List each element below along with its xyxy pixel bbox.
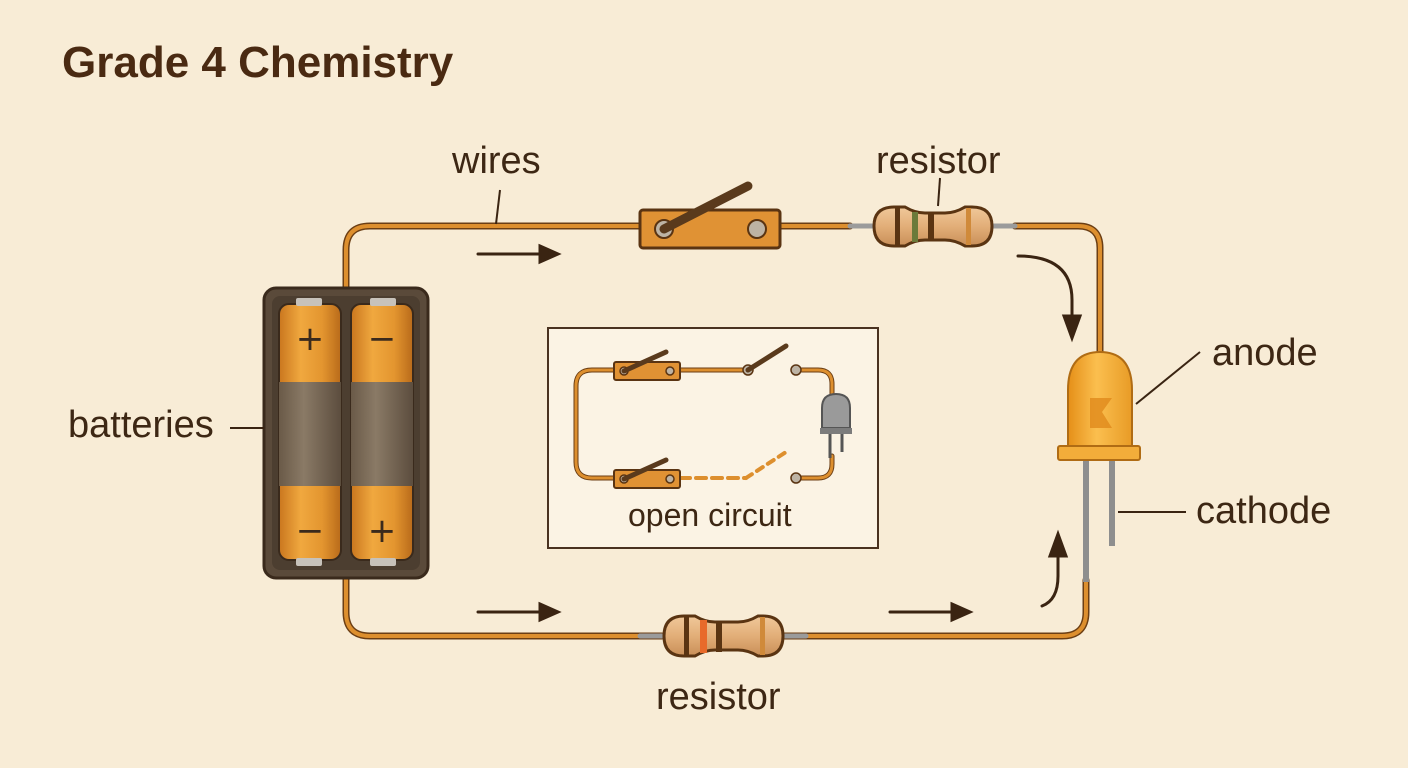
battery-right [350, 298, 414, 566]
page-title: Grade 4 Chemistry [62, 38, 454, 87]
current-arrows [476, 243, 1083, 623]
battery-left [278, 298, 342, 566]
label-batteries: batteries [68, 404, 214, 446]
inset-bulb [820, 392, 852, 458]
battery-sign-right-bottom: + [368, 511, 397, 551]
label-resistor-bottom: resistor [656, 676, 781, 718]
resistor-top [872, 205, 994, 248]
led [1057, 350, 1141, 582]
main-wires [342, 222, 1104, 640]
battery-sign-left-bottom: − [296, 511, 325, 551]
battery-holder: + − − + [262, 286, 430, 580]
resistor-bottom [662, 614, 785, 658]
inset-open-circuit [547, 327, 879, 549]
label-wires: wires [452, 140, 541, 182]
battery-sign-right-top: − [368, 319, 397, 359]
label-cathode: cathode [1196, 490, 1332, 532]
leader-lines [230, 177, 1201, 513]
label-anode: anode [1212, 332, 1318, 374]
switch [638, 181, 782, 250]
label-open-circuit: open circuit [628, 497, 792, 533]
battery-sign-left-top: + [296, 319, 325, 359]
label-resistor-top: resistor [876, 140, 1001, 182]
